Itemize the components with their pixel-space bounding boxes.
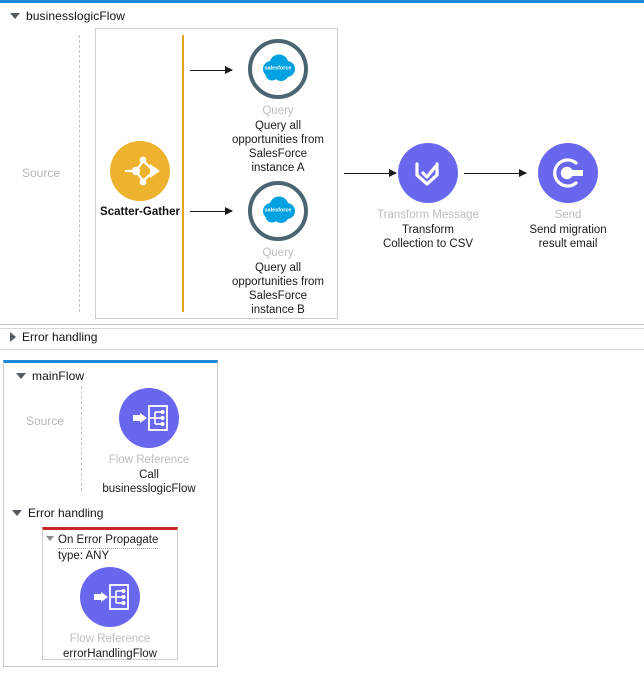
svg-text:salesforce: salesforce — [265, 208, 292, 214]
flow-title: mainFlow — [32, 369, 85, 383]
node-flow-reference-errorhandling[interactable]: Flow Reference errorHandlingFlow — [45, 567, 175, 661]
source-label: Source — [21, 166, 61, 180]
node-query-b[interactable]: salesforce Query Query all opportunities… — [214, 181, 342, 317]
chevron-down-icon[interactable] — [10, 13, 20, 19]
section-divider — [0, 328, 644, 329]
salesforce-cloud-icon: salesforce — [248, 181, 308, 241]
chevron-right-icon[interactable] — [10, 332, 16, 342]
connector-arrow-to-query-a — [190, 66, 233, 74]
chevron-down-icon[interactable] — [16, 373, 26, 379]
error-handler-title: On Error Propagate — [58, 534, 159, 549]
section-label: Error handling — [22, 330, 98, 344]
source-label: Source — [25, 414, 65, 428]
node-query-a[interactable]: salesforce Query Query all opportunities… — [214, 39, 342, 175]
node-type-flow-reference-businesslogic: Flow Reference — [108, 454, 190, 466]
flow-header-businesslogic[interactable]: businesslogicFlow — [2, 5, 125, 27]
section-error-handling-mainflow[interactable]: Error handling — [4, 506, 103, 520]
scatter-gather-icon — [110, 141, 170, 201]
node-type-flow-reference-errorhandling: Flow Reference — [69, 633, 151, 645]
node-transform-message[interactable]: Transform Message Transform Collection t… — [364, 143, 492, 251]
node-label-transform-message: Transform Collection to CSV — [382, 224, 474, 250]
node-label-scatter-gather: Scatter-Gather — [100, 206, 180, 218]
error-handler-header[interactable]: On Error Propagate type: ANY — [46, 530, 176, 563]
flow-title: businesslogicFlow — [26, 9, 126, 23]
source-lane-businesslogic: Source — [6, 163, 76, 183]
node-label-flow-reference-businesslogic: Call businesslogicFlow — [102, 469, 196, 495]
node-scatter-gather[interactable]: Scatter-Gather — [76, 141, 204, 219]
svg-text:salesforce: salesforce — [265, 66, 292, 72]
section-label: Error handling — [28, 506, 104, 520]
connector-arrow-to-transform — [344, 169, 397, 177]
send-email-icon — [538, 143, 598, 203]
node-type-send: Send — [554, 209, 582, 221]
flow-panel-businesslogic[interactable]: businesslogicFlow Source — [0, 0, 644, 344]
section-error-handling-businesslogic[interactable]: Error handling — [2, 330, 97, 344]
node-type-query-a: Query — [262, 105, 294, 117]
connector-arrow-to-send — [464, 169, 527, 177]
flow-reference-icon — [80, 567, 140, 627]
node-flow-reference-businesslogic[interactable]: Flow Reference Call businesslogicFlow — [85, 388, 213, 496]
node-label-query-b: Query all opportunities from SalesForce … — [231, 262, 325, 316]
flow-header-mainflow[interactable]: mainFlow — [8, 365, 84, 387]
chevron-down-icon[interactable] — [12, 510, 22, 516]
transform-message-icon — [398, 143, 458, 203]
source-divider — [81, 386, 82, 491]
node-label-send: Send migration result email — [529, 224, 607, 250]
node-type-query-b: Query — [262, 247, 294, 259]
connector-arrow-to-query-b — [190, 207, 233, 215]
error-handler-subtitle: type: ANY — [58, 550, 110, 562]
salesforce-cloud-icon: salesforce — [248, 39, 308, 99]
scatter-gather-bar — [182, 35, 184, 312]
chevron-down-icon[interactable] — [46, 536, 54, 541]
node-label-flow-reference-errorhandling: errorHandlingFlow — [63, 648, 157, 660]
source-divider — [79, 35, 80, 312]
node-label-query-a: Query all opportunities from SalesForce … — [231, 120, 325, 174]
node-type-transform-message: Transform Message — [377, 209, 479, 221]
source-lane-mainflow: Source — [10, 411, 80, 431]
flow-reference-icon — [119, 388, 179, 448]
panel-divider — [0, 349, 644, 350]
node-send[interactable]: Send Send migration result email — [504, 143, 632, 251]
